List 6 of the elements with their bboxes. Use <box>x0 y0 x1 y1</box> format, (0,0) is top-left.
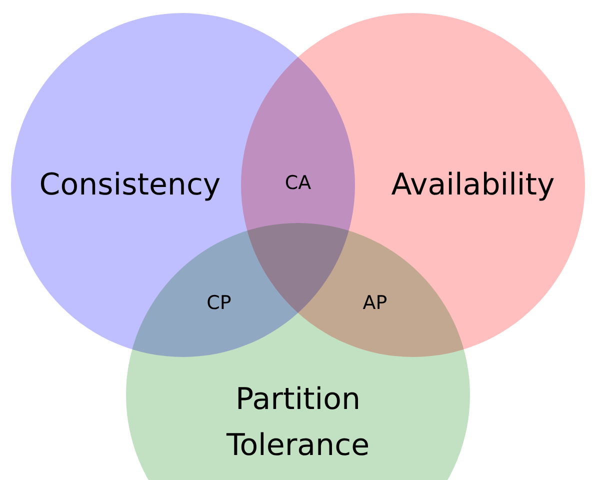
set-label: Availability <box>391 168 555 202</box>
region-label: AP <box>362 292 388 314</box>
region-label: CA <box>284 172 312 194</box>
region-label: CP <box>206 292 232 314</box>
set-label: Partition Tolerance <box>225 381 371 465</box>
set-label: Consistency <box>39 168 221 202</box>
